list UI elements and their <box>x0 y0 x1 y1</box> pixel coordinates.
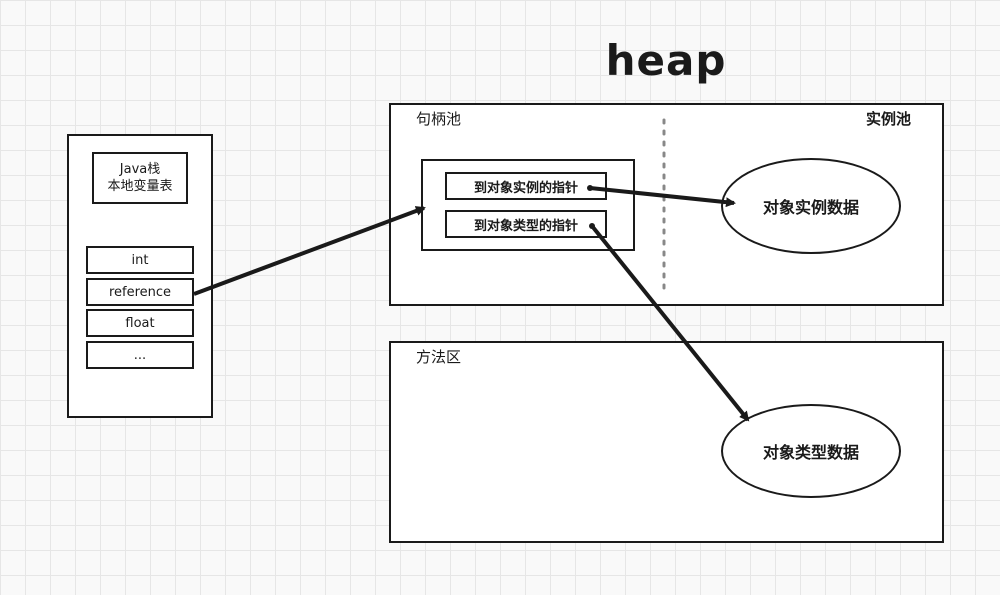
slot-int: int <box>86 246 194 274</box>
instance-data-ellipse: 对象实例数据 <box>721 158 901 254</box>
java-stack-header: Java栈 本地变量表 <box>92 152 188 204</box>
instance-pool-label: 实例池 <box>866 110 912 128</box>
slot-ellipsis: ... <box>86 341 194 369</box>
local-variable-table-title: 本地变量表 <box>107 179 173 194</box>
java-stack-title: Java栈 <box>119 162 161 177</box>
heap-title: heap <box>605 36 727 85</box>
method-area-label: 方法区 <box>416 348 462 366</box>
handle-pool-label: 句柄池 <box>416 110 462 128</box>
slot-reference: reference <box>86 278 194 306</box>
pointer-to-instance: 到对象实例的指针 <box>445 172 607 200</box>
type-data-ellipse: 对象类型数据 <box>721 404 901 498</box>
slot-float: float <box>86 309 194 337</box>
pointer-to-type: 到对象类型的指针 <box>445 210 607 238</box>
